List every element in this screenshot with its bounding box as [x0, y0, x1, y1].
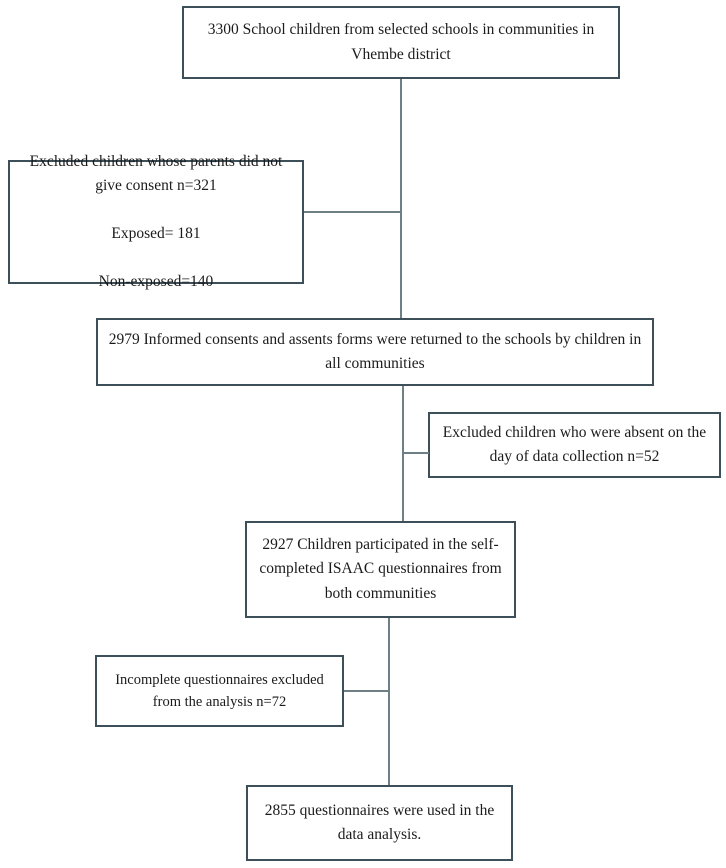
flow-node-incomplete-excluded-label: Incomplete questionnaires excluded from … [115, 671, 324, 710]
flow-node-participated: 2927 Children participated in the self-c… [245, 521, 516, 618]
connector-absent-stem [402, 452, 429, 454]
flow-node-analysed-label: 2855 questionnaires were used in the dat… [264, 801, 495, 843]
flow-node-participated-label: 2927 Children participated in the self-c… [259, 536, 502, 602]
connector-participated-to-analysed [388, 618, 390, 785]
flow-node-absent-excluded-label: Excluded children who were absent on the… [442, 423, 707, 465]
flow-node-no-consent-label: Excluded children whose parents did not … [29, 152, 283, 291]
flow-node-no-consent: Excluded children whose parents did not … [8, 153, 304, 290]
connector-no-consent-stem [304, 211, 402, 213]
flow-node-absent-excluded: Excluded children who were absent on the… [428, 412, 721, 478]
flow-node-analysed: 2855 questionnaires were used in the dat… [246, 785, 513, 861]
connector-incomplete-stem [344, 690, 390, 692]
flow-node-screened-label: 3300 School children from selected schoo… [207, 21, 595, 63]
connector-screened-to-consents [400, 79, 402, 318]
flow-node-consents-returned-label: 2979 Informed consents and assents forms… [108, 330, 642, 372]
flow-node-screened: 3300 School children from selected schoo… [182, 6, 620, 79]
flow-node-incomplete-excluded: Incomplete questionnaires excluded from … [95, 655, 344, 727]
flow-node-consents-returned: 2979 Informed consents and assents forms… [96, 318, 654, 386]
